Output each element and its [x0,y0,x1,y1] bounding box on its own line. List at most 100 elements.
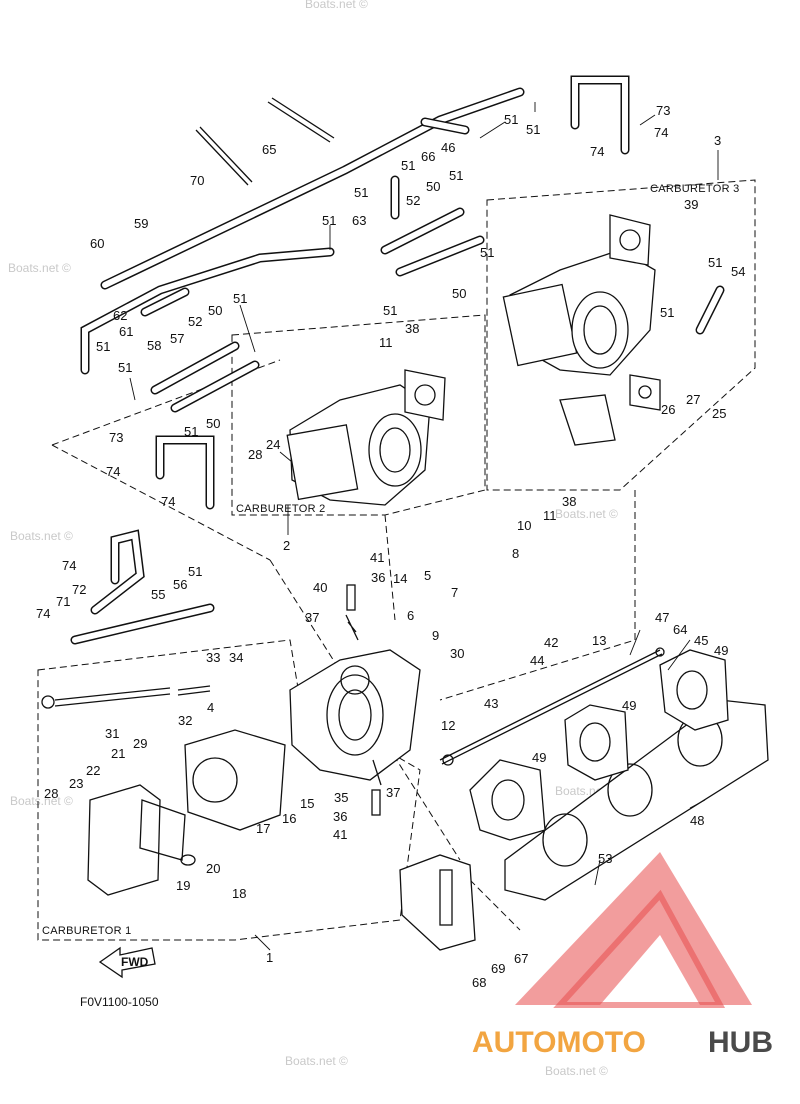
callout-62: 62 [113,308,127,323]
callout-73: 73 [109,430,123,445]
callout-51: 51 [322,213,336,228]
callout-68: 68 [472,975,486,990]
callout-51: 51 [188,564,202,579]
callout-1: 1 [266,950,273,965]
callout-41: 41 [333,827,347,842]
callout-74: 74 [654,125,668,140]
callout-51: 51 [660,305,674,320]
callout-6: 6 [407,608,414,623]
callout-33: 33 [206,650,220,665]
callout-40: 40 [313,580,327,595]
watermark-text: Boats.net © [10,529,73,543]
callout-74: 74 [590,144,604,159]
callout-51: 51 [504,112,518,127]
callout-26: 26 [661,402,675,417]
callout-72: 72 [72,582,86,597]
callout-51: 51 [354,185,368,200]
callout-51: 51 [480,245,494,260]
hoses [70,75,725,645]
callout-29: 29 [133,736,147,751]
callout-48: 48 [690,813,704,828]
callout-67: 67 [514,951,528,966]
callout-24: 24 [266,437,280,452]
callout-34: 34 [229,650,243,665]
fwd-label: FWD [121,955,149,969]
callout-49: 49 [622,698,636,713]
callout-47: 47 [655,610,669,625]
group-label-carburetor-2: CARBURETOR 2 [236,503,326,515]
callout-25: 25 [712,406,726,421]
callout-51: 51 [96,339,110,354]
callout-8: 8 [512,546,519,561]
callout-21: 21 [111,746,125,761]
carburetor-3-body [502,214,661,446]
carburetor-1-body [41,584,421,896]
callout-45: 45 [694,633,708,648]
callout-42: 42 [544,635,558,650]
callout-31: 31 [105,726,119,741]
callout-50: 50 [206,416,220,431]
callout-5: 5 [424,568,431,583]
callout-69: 69 [491,961,505,976]
callout-52: 52 [188,314,202,329]
callout-60: 60 [90,236,104,251]
callout-43: 43 [484,696,498,711]
callout-59: 59 [134,216,148,231]
watermark-text: Boats.net © [8,261,71,275]
callout-30: 30 [450,646,464,661]
figure-code: F0V1100-1050 [80,995,159,1009]
callout-56: 56 [173,577,187,592]
watermark-text: Boats.net © [285,1054,348,1068]
group-label-carburetor-3: CARBURETOR 3 [650,183,740,195]
callout-74: 74 [36,606,50,621]
callout-11: 11 [379,335,393,350]
callout-51: 51 [118,360,132,375]
callout-16: 16 [282,811,296,826]
callout-54: 54 [731,264,745,279]
callout-28: 28 [248,447,262,462]
callout-51: 51 [184,424,198,439]
callout-58: 58 [147,338,161,353]
callout-38: 38 [562,494,576,509]
intake-manifold [399,647,769,951]
callout-51: 51 [449,168,463,183]
callout-51: 51 [526,122,540,137]
callout-3: 3 [714,133,721,148]
callout-23: 23 [69,776,83,791]
callout-20: 20 [206,861,220,876]
callout-66: 66 [421,149,435,164]
callout-53: 53 [598,851,612,866]
callout-35: 35 [334,790,348,805]
callout-19: 19 [176,878,190,893]
callout-51: 51 [708,255,722,270]
callout-71: 71 [56,594,70,609]
callout-65: 65 [262,142,276,157]
leader-lines [129,102,719,951]
callout-50: 50 [426,179,440,194]
callout-46: 46 [441,140,455,155]
callout-74: 74 [161,494,175,509]
callout-10: 10 [517,518,531,533]
callout-9: 9 [432,628,439,643]
callout-labels: 1 2 3 4 5 6 7 8 9 10 11 11 12 13 14 15 1… [36,103,745,990]
callout-49: 49 [714,643,728,658]
callout-28: 28 [44,786,58,801]
watermarks: Boats.net © Boats.net © Boats.net © Boat… [8,0,618,1078]
callout-38: 38 [405,321,419,336]
carburetor-2-body [286,369,446,506]
callout-41: 41 [370,550,384,565]
automotohub-logo: AUTOMOTO HUB [472,852,773,1059]
callout-17: 17 [256,821,270,836]
callout-55: 55 [151,587,165,602]
callout-50: 50 [452,286,466,301]
callout-7: 7 [451,585,458,600]
callout-39: 39 [684,197,698,212]
callout-32: 32 [178,713,192,728]
callout-49: 49 [532,750,546,765]
callout-51: 51 [401,158,415,173]
callout-73: 73 [656,103,670,118]
callout-37: 37 [386,785,400,800]
watermark-text: Boats.net © [10,794,73,808]
callout-36: 36 [371,570,385,585]
